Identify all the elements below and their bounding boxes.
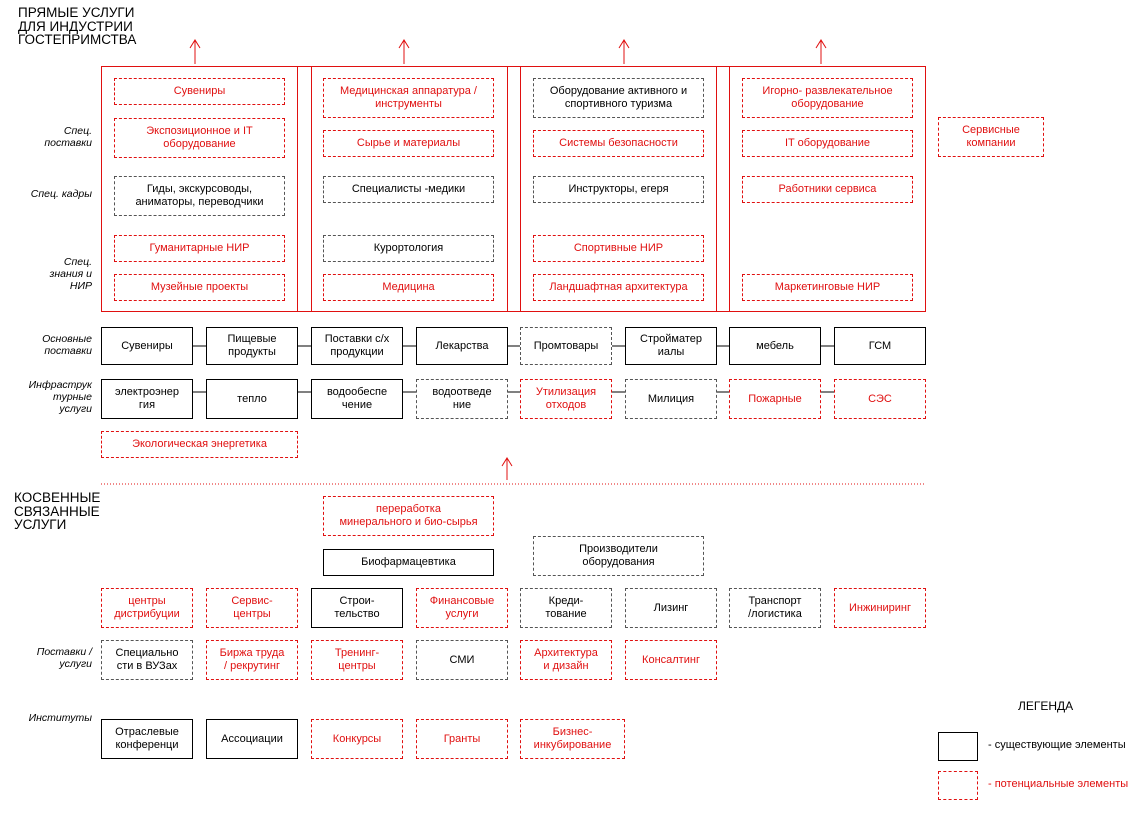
main-supply-fuel: ГСМ — [834, 327, 926, 365]
item-service-workers: Работники сервиса — [742, 176, 913, 203]
indirect-raw-processing: переработка минерального и био-сырья — [323, 496, 494, 536]
item-landscape-architecture: Ландшафтная архитектура — [533, 274, 704, 301]
direct-services-frame — [101, 66, 926, 312]
eco-energy: Экологическая энергетика — [101, 431, 298, 458]
indirect-architecture-design: Архитектура и дизайн — [520, 640, 612, 680]
item-sport-research: Спортивные НИР — [533, 235, 704, 262]
up-arrow-head — [618, 39, 630, 49]
up-arrow-head — [189, 39, 201, 49]
indirect-media: СМИ — [416, 640, 508, 680]
main-supply-souvenirs: Сувениры — [101, 327, 193, 365]
row-label-main-supply: Основные поставки — [42, 333, 92, 357]
institute-industry-conferences: Отраслевые конференци — [101, 719, 193, 759]
legend-title: ЛЕГЕНДА — [1018, 699, 1074, 713]
main-supply-building-materials: Стройматер иалы — [625, 327, 717, 365]
indirect-service-centers: Сервис- центры — [206, 588, 298, 628]
item-it-equipment: IT оборудование — [742, 130, 913, 157]
main-supply-furniture: мебель — [729, 327, 821, 365]
up-arrow-head — [501, 457, 513, 467]
item-instructors: Инструкторы, егеря — [533, 176, 704, 203]
indirect-engineering: Инжиниринг — [834, 588, 926, 628]
indirect-crediting: Креди- тование — [520, 588, 612, 628]
item-exposition-equipment: Экспозиционное и IT оборудование — [114, 118, 285, 158]
row-label-spec-knowledge: Спец. знания и НИР — [49, 256, 92, 292]
item-guides: Гиды, экскурсоводы, аниматоры, переводчи… — [114, 176, 285, 216]
column-divider — [729, 66, 730, 312]
item-gaming-equipment: Игорно- развлекательное оборудование — [742, 78, 913, 118]
institute-grants: Гранты — [416, 719, 508, 759]
item-museum-projects: Музейные проекты — [114, 274, 285, 301]
row-label-spec-staff: Спец. кадры — [30, 188, 92, 200]
indirect-distribution-centers: центры дистрибуции — [101, 588, 193, 628]
row-label-spec-supply: Спец. поставки — [44, 125, 92, 149]
direct-services-header: ПРЯМЫЕ УСЛУГИ ДЛЯ ИНДУСТРИИ ГОСТЕПРИМСТВ… — [18, 5, 137, 47]
item-raw-materials: Сырье и материалы — [323, 130, 494, 157]
infra-sanitary-service: СЭС — [834, 379, 926, 419]
institute-business-incubation: Бизнес- инкубирование — [520, 719, 625, 759]
up-arrow-head — [815, 39, 827, 49]
item-sport-tourism-equipment: Оборудование активного и спортивного тур… — [533, 78, 704, 118]
infra-heat: тепло — [206, 379, 298, 419]
legend-existing-swatch — [938, 732, 978, 761]
indirect-recruiting: Биржа труда / рекрутинг — [206, 640, 298, 680]
item-marketing-research: Маркетинговые НИР — [742, 274, 913, 301]
indirect-consulting: Консалтинг — [625, 640, 717, 680]
infra-sewerage: водоотведе ние — [416, 379, 508, 419]
item-medicine: Медицина — [323, 274, 494, 301]
item-humanitarian-research: Гуманитарные НИР — [114, 235, 285, 262]
indirect-equipment-makers: Производители оборудования — [533, 536, 704, 576]
infra-firefighters: Пожарные — [729, 379, 821, 419]
item-souvenirs-special: Сувениры — [114, 78, 285, 105]
indirect-transport-logistics: Транспорт /логистика — [729, 588, 821, 628]
item-medical-equipment: Медицинская аппаратура / инструменты — [323, 78, 494, 118]
indirect-services-header: КОСВЕННЫЕ СВЯЗАННЫЕ УСЛУГИ — [14, 490, 101, 532]
row-label-institutes: Институты — [28, 712, 92, 724]
up-arrow-head — [398, 39, 410, 49]
item-security-systems: Системы безопасности — [533, 130, 704, 157]
indirect-financial-services: Финансовые услуги — [416, 588, 508, 628]
indirect-leasing: Лизинг — [625, 588, 717, 628]
legend-potential-swatch — [938, 771, 978, 800]
infra-water-supply: водообеспе чение — [311, 379, 403, 419]
indirect-university-specialties: Специально сти в ВУЗах — [101, 640, 193, 680]
column-divider — [507, 66, 508, 312]
item-medical-specialists: Специалисты -медики — [323, 176, 494, 203]
institute-contests: Конкурсы — [311, 719, 403, 759]
legend-existing-label: - существующие элементы — [988, 739, 1126, 751]
institute-associations: Ассоциации — [206, 719, 298, 759]
indirect-construction: Строи- тельство — [311, 588, 403, 628]
main-supply-drugs: Лекарства — [416, 327, 508, 365]
main-supply-food: Пищевые продукты — [206, 327, 298, 365]
column-divider — [520, 66, 521, 312]
infra-electricity: электроэнер гия — [101, 379, 193, 419]
item-service-companies: Сервисные компании — [938, 117, 1044, 157]
column-divider — [716, 66, 717, 312]
indirect-biopharma: Биофармацевтика — [323, 549, 494, 576]
main-supply-agro: Поставки с/х продукции — [311, 327, 403, 365]
indirect-training-centers: Тренинг- центры — [311, 640, 403, 680]
infra-police: Милиция — [625, 379, 717, 419]
column-divider — [297, 66, 298, 312]
item-balneology: Курортология — [323, 235, 494, 262]
legend-potential-label: - потенциальные элементы — [988, 778, 1129, 790]
column-divider — [311, 66, 312, 312]
row-label-supply-services: Поставки / услуги — [36, 646, 92, 670]
row-label-infra: Инфраструк турные услуги — [28, 379, 92, 415]
main-supply-industrial-goods: Промтовары — [520, 327, 612, 365]
infra-waste-disposal: Утилизация отходов — [520, 379, 612, 419]
